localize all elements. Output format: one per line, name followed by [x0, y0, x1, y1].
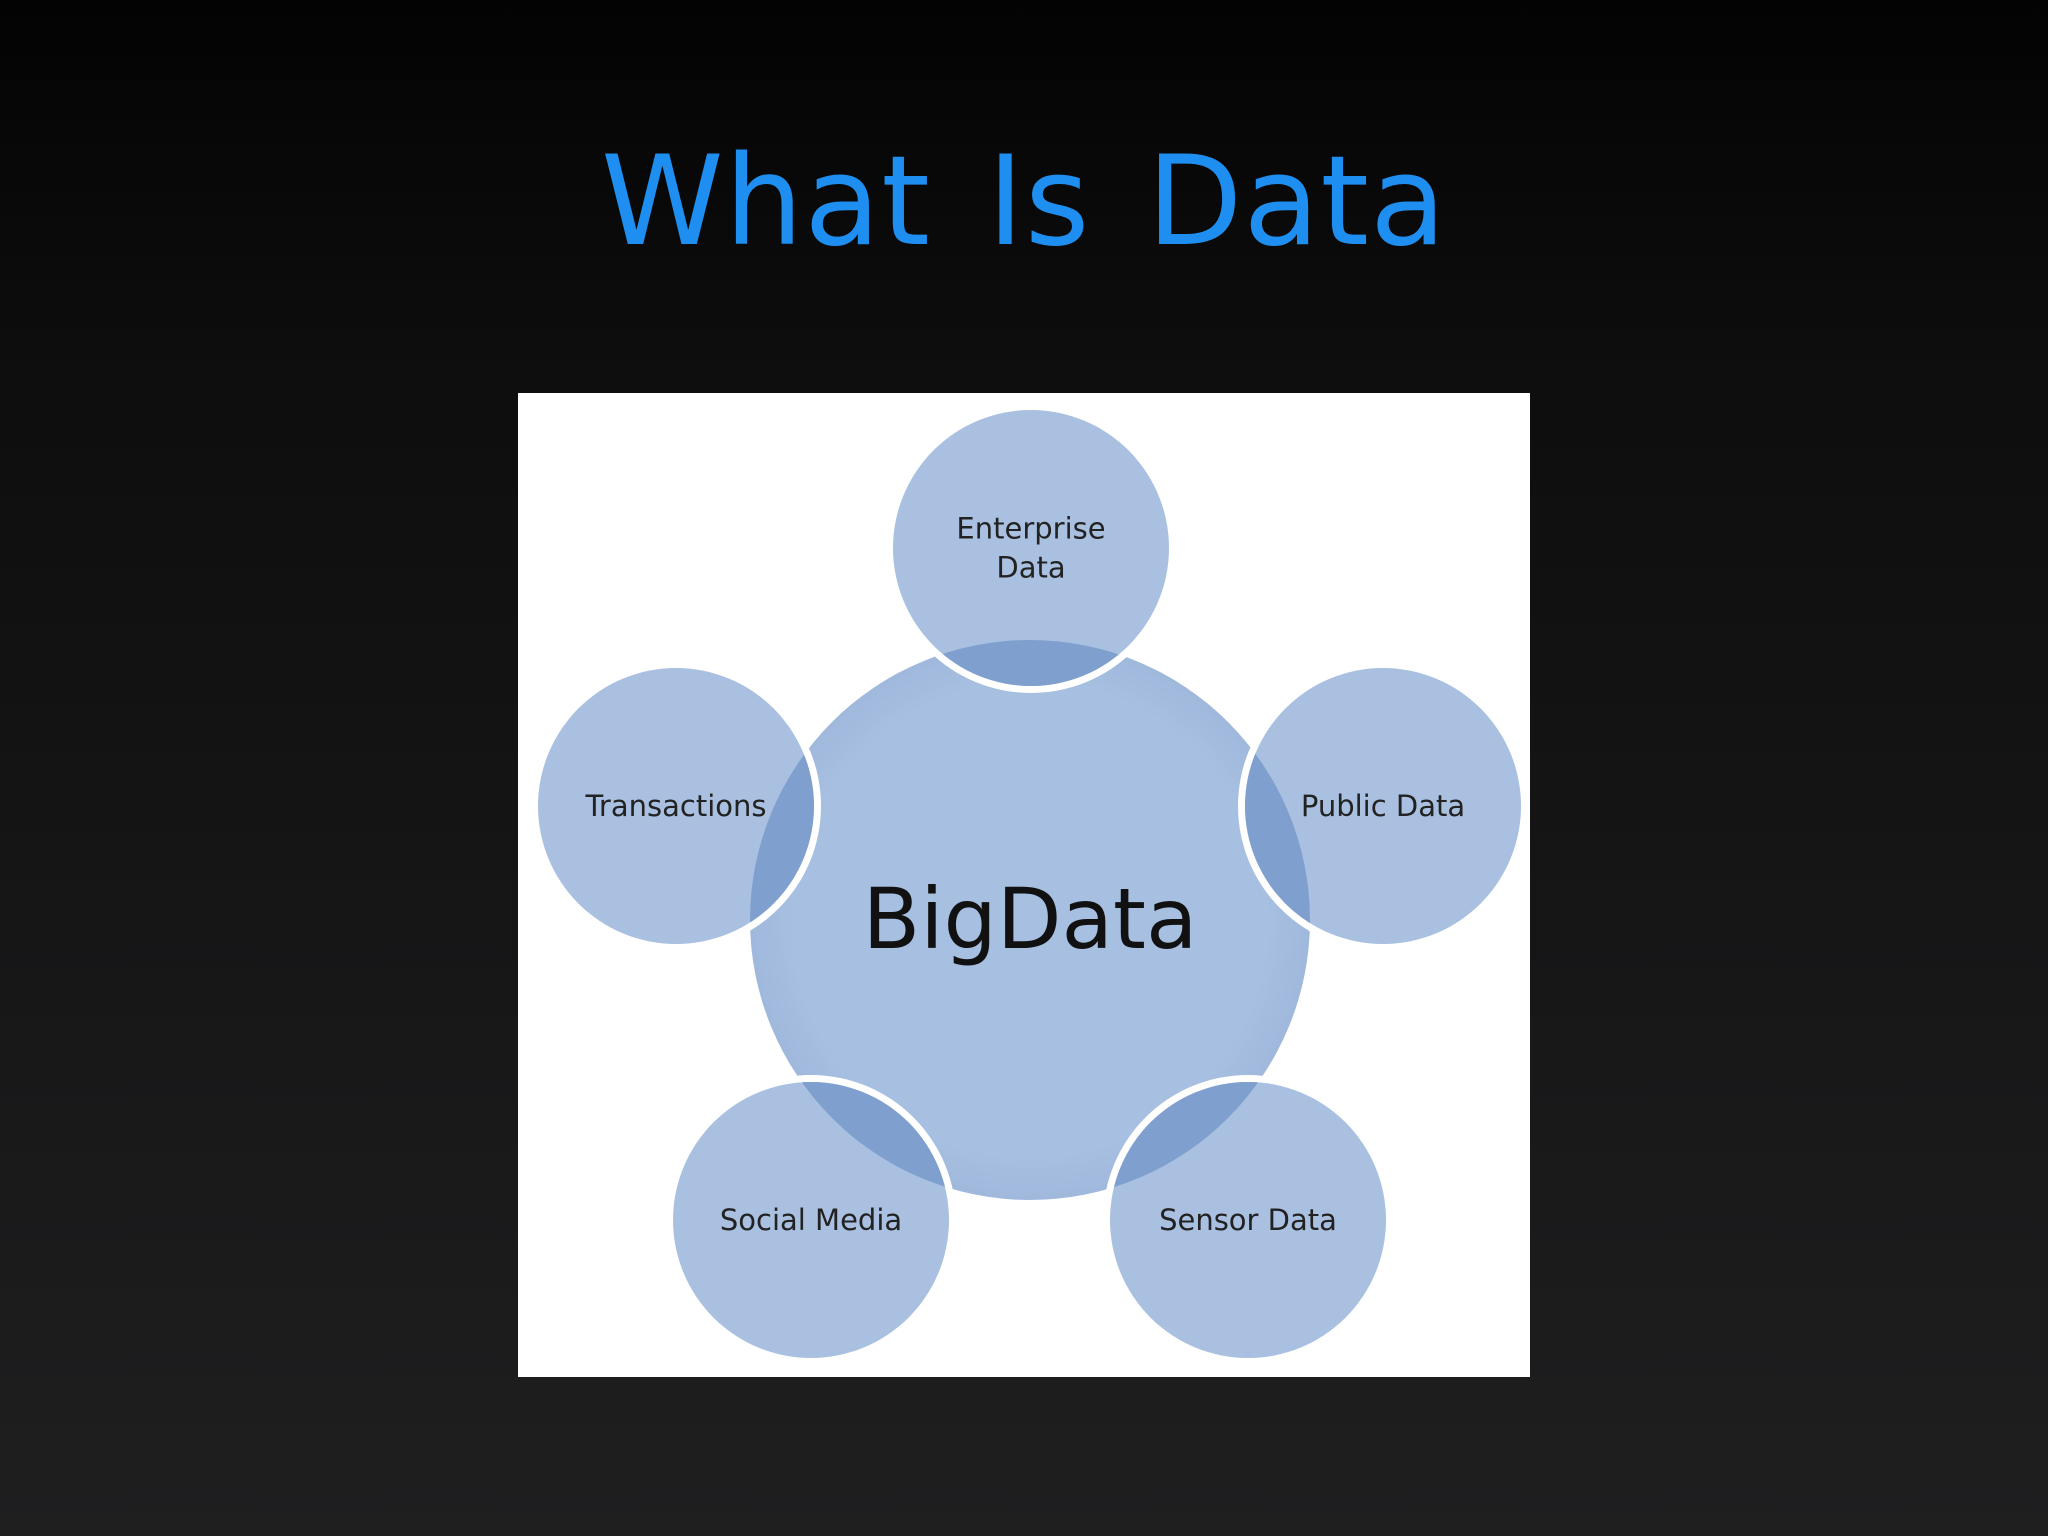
node-circle: [893, 410, 1169, 686]
node-social-media: Social Media: [666, 1075, 956, 1365]
center-label: BigData: [863, 870, 1198, 968]
node-label: Sensor Data: [1159, 1203, 1337, 1237]
node-label: Transactions: [584, 789, 766, 823]
node-label: Social Media: [720, 1203, 902, 1237]
node-label: Data: [996, 551, 1065, 585]
node-circle: [538, 668, 814, 944]
center-circle: [750, 640, 1310, 1200]
node-label: Public Data: [1301, 789, 1465, 823]
node-sensor-data: Sensor Data: [1103, 1075, 1393, 1365]
node-circle: [1245, 668, 1521, 944]
node-overlap: [1110, 1082, 1310, 1200]
node-label: Enterprise: [956, 512, 1105, 546]
node-transactions: Transactions: [531, 661, 821, 951]
node-public-data: Public Data: [1238, 661, 1528, 951]
node-overlap: [750, 1082, 949, 1200]
slide-title: What Is Data: [601, 130, 1447, 274]
